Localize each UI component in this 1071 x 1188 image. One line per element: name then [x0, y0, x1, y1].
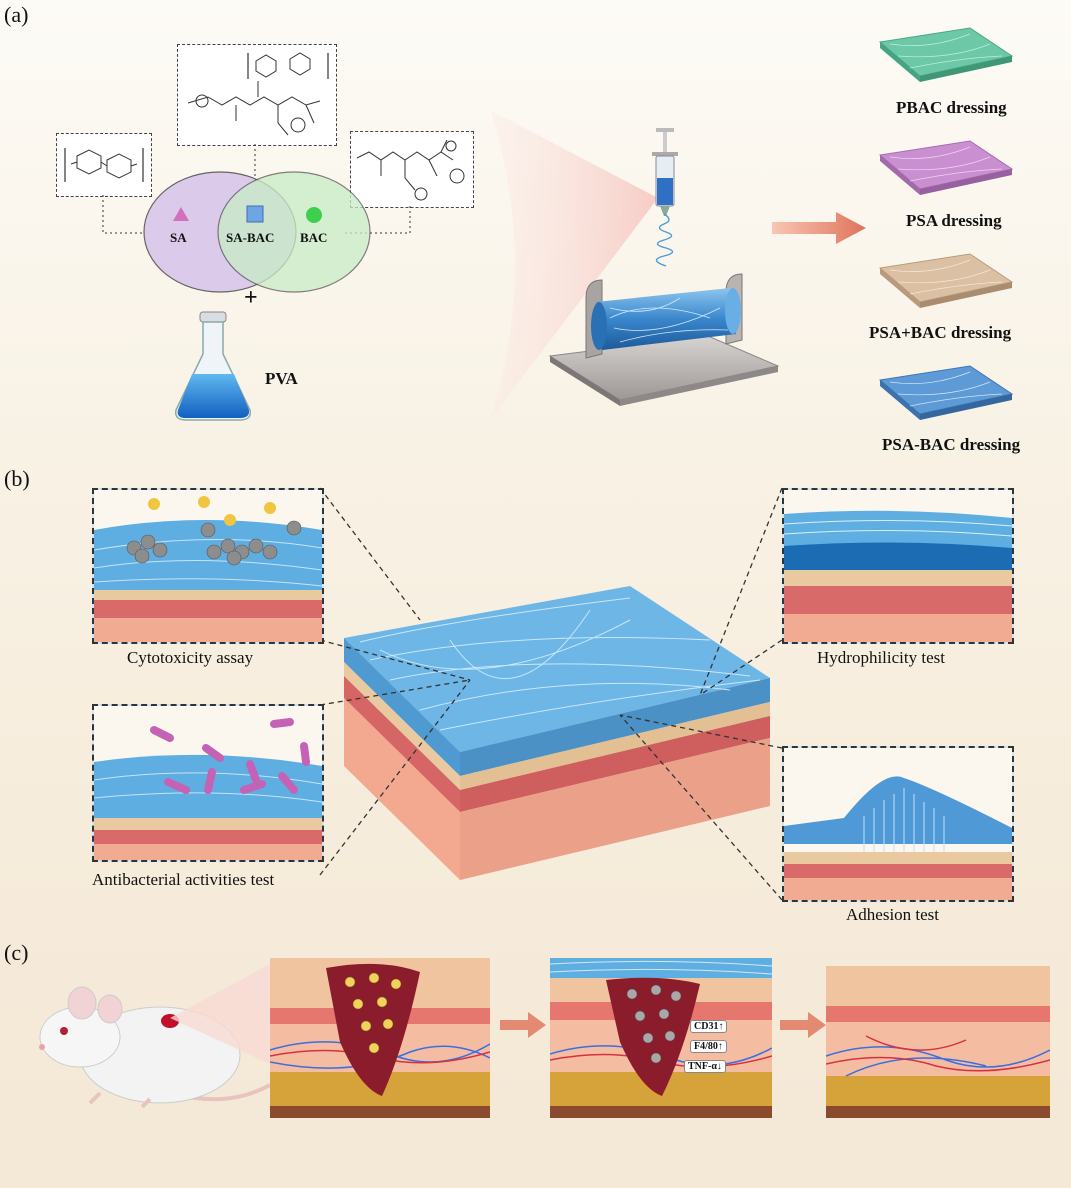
psa-bac-dressing-swatch	[878, 365, 1014, 420]
dressing-face	[878, 27, 1014, 77]
f480-marker: F4/80↑	[690, 1040, 727, 1053]
cd31-marker: CD31↑	[690, 1020, 728, 1033]
cytotoxicity-illustration	[94, 490, 322, 642]
venn-connectors	[102, 144, 411, 293]
wound-skin-block	[270, 958, 490, 1118]
pva-flask-icon	[174, 311, 252, 421]
psa-dressing-label: PSA dressing	[906, 211, 1002, 230]
plus-sign: +	[244, 285, 258, 311]
cytotoxicity-inset	[92, 488, 324, 644]
hydrophilicity-label: Hydrophilicity test	[817, 648, 945, 667]
process-arrow	[772, 212, 866, 244]
healed-skin-block	[826, 966, 1050, 1118]
antibacterial-inset	[92, 704, 324, 862]
healing-arrow-1	[500, 1012, 546, 1038]
hydrophilicity-inset	[782, 488, 1014, 644]
tnf-alpha-marker: TNF-α↓	[684, 1060, 726, 1073]
adhesion-label: Adhesion test	[846, 905, 940, 924]
psa-plus-bac-dressing-label: PSA+BAC dressing	[869, 323, 1012, 342]
venn-bac-label: BAC	[300, 230, 328, 245]
pva-label: PVA	[265, 369, 298, 388]
venn-sa-label: SA	[170, 230, 187, 245]
dressed-skin-block	[550, 958, 772, 1118]
psa-bac-dressing-label: PSA-BAC dressing	[882, 435, 1021, 454]
fiber-jet	[655, 213, 674, 267]
sa-bac-structure-box	[177, 44, 337, 146]
pbac-dressing-swatch	[878, 27, 1014, 82]
pbac-dressing-label: PBAC dressing	[896, 98, 1007, 117]
antibacterial-label: Antibacterial activities test	[92, 870, 275, 889]
syringe-icon	[652, 128, 678, 216]
inset-leader-lines	[319, 487, 783, 901]
panel-c-label: (c)	[4, 940, 29, 965]
healing-arrow-2	[780, 1012, 826, 1038]
cytotoxicity-label: Cytotoxicity assay	[127, 648, 254, 667]
rotating-collector	[548, 273, 780, 406]
bac-structure-box	[350, 131, 474, 208]
panel-b-label: (b)	[4, 466, 30, 491]
sa-structure-icon	[64, 148, 144, 182]
psa-bac-mixed-dressing-swatch	[878, 253, 1014, 308]
sa-bac-structure-icon	[187, 52, 329, 136]
bac-structure-icon	[356, 139, 465, 201]
adhesion-illustration	[784, 748, 1012, 900]
sa-structure-box	[56, 133, 152, 197]
hydrophilicity-illustration	[784, 490, 1012, 642]
panel-a-label: (a)	[4, 2, 29, 27]
antibacterial-illustration	[94, 706, 322, 860]
dressing-on-skin-block	[344, 586, 770, 880]
venn-sa-bac-label: SA-BAC	[226, 230, 275, 245]
adhesion-inset	[782, 746, 1014, 902]
electrospinning-beam	[490, 110, 658, 420]
psa-dressing-swatch	[878, 140, 1014, 195]
wound-beam	[170, 964, 270, 1064]
